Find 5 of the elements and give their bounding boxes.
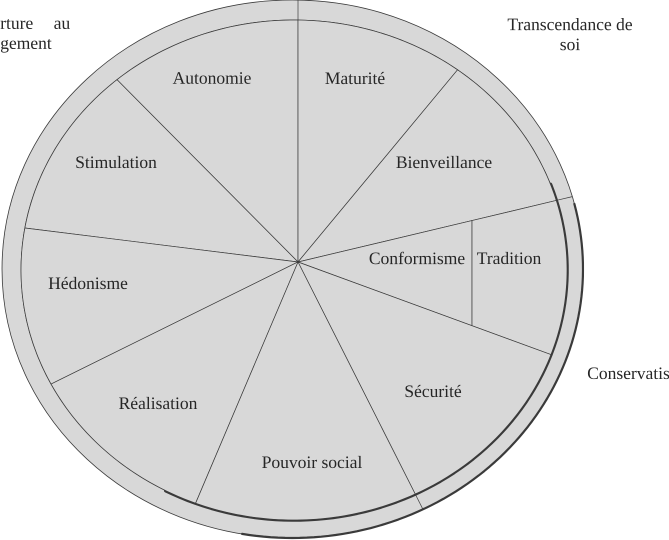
wheel-sector: Tradition	[472, 200, 568, 355]
category-label: Transcendance de soi	[508, 18, 632, 50]
category-label: rture au gement	[0, 19, 70, 53]
wheel-sector: Conformisme	[298, 220, 472, 326]
category-label: Conservatis	[588, 367, 669, 380]
